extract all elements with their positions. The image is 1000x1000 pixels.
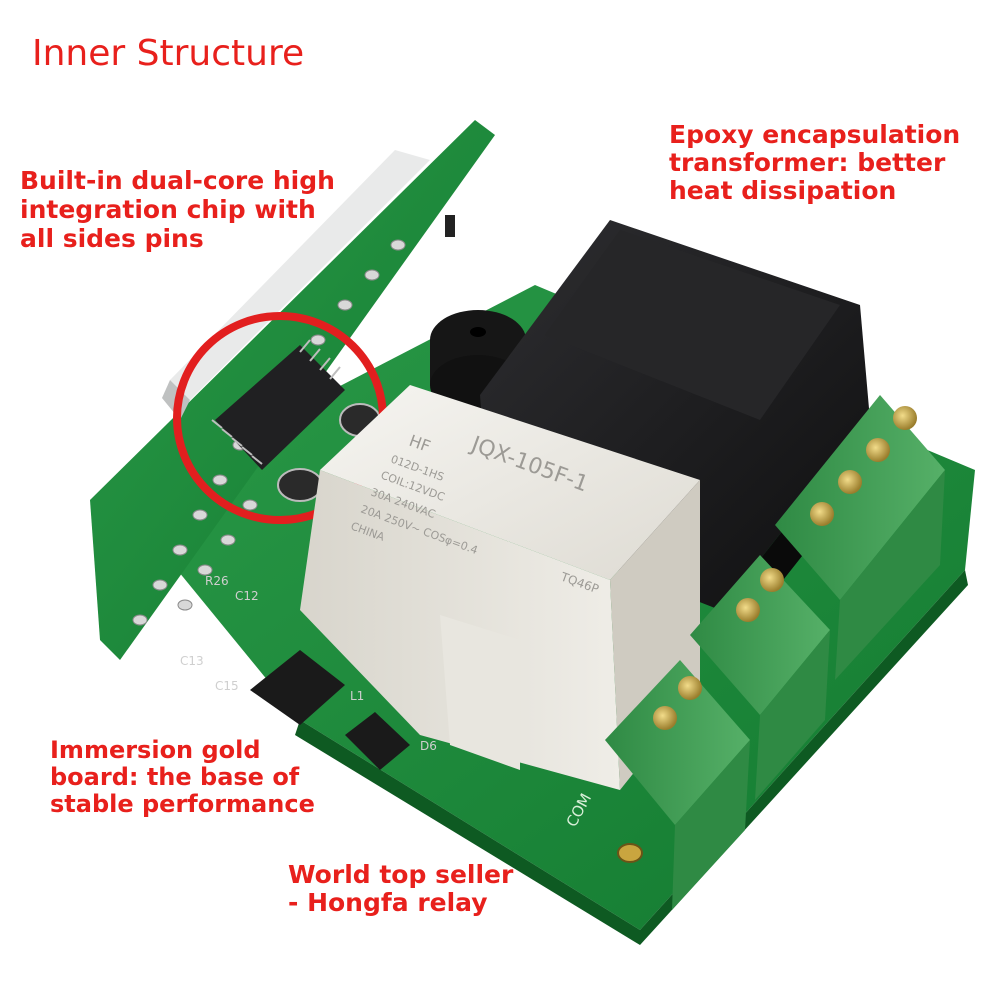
caption-epoxy-line: heat dissipation bbox=[669, 176, 897, 205]
caption-chip-line: Built-in dual-core high bbox=[20, 166, 335, 195]
silk-c15: C15 bbox=[215, 679, 239, 693]
caption-epoxy: Epoxy encapsulation transformer: better … bbox=[669, 122, 960, 206]
caption-relay: World top seller - Hongfa relay bbox=[288, 862, 513, 918]
caption-epoxy-line: Epoxy encapsulation bbox=[669, 120, 961, 149]
smd-components: R26 C12 C13 C15 L1 D6 bbox=[180, 574, 437, 770]
caption-epoxy-line: transformer: better bbox=[669, 148, 946, 177]
caption-chip-line: integration chip with bbox=[20, 195, 316, 224]
caption-gold-line: board: the base of bbox=[50, 763, 300, 791]
silk-d6: D6 bbox=[420, 739, 437, 753]
silk-r26: R26 bbox=[205, 574, 229, 588]
caption-chip-line: all sides pins bbox=[20, 224, 204, 253]
caption-gold-line: stable performance bbox=[50, 790, 315, 818]
caption-gold-line: Immersion gold bbox=[50, 736, 261, 764]
caption-relay-line: - Hongfa relay bbox=[288, 888, 488, 917]
hongfa-relay: HF JQX-105F-1 012D-1HS COIL:12VDC 30A 24… bbox=[300, 385, 700, 790]
caption-relay-line: World top seller bbox=[288, 860, 514, 889]
terminal-block-2way-b bbox=[605, 660, 750, 910]
terminal-block-4way bbox=[775, 395, 945, 680]
caption-gold: Immersion gold board: the base of stable… bbox=[50, 738, 315, 819]
terminal-block-2way-a bbox=[690, 555, 830, 800]
page-title: Inner Structure bbox=[32, 33, 305, 74]
caption-chip: Built-in dual-core high integration chip… bbox=[20, 168, 335, 255]
silk-l1: L1 bbox=[350, 689, 364, 703]
silk-c13: C13 bbox=[180, 654, 204, 668]
terminal-blocks bbox=[605, 395, 945, 910]
silk-c12: C12 bbox=[235, 589, 259, 603]
